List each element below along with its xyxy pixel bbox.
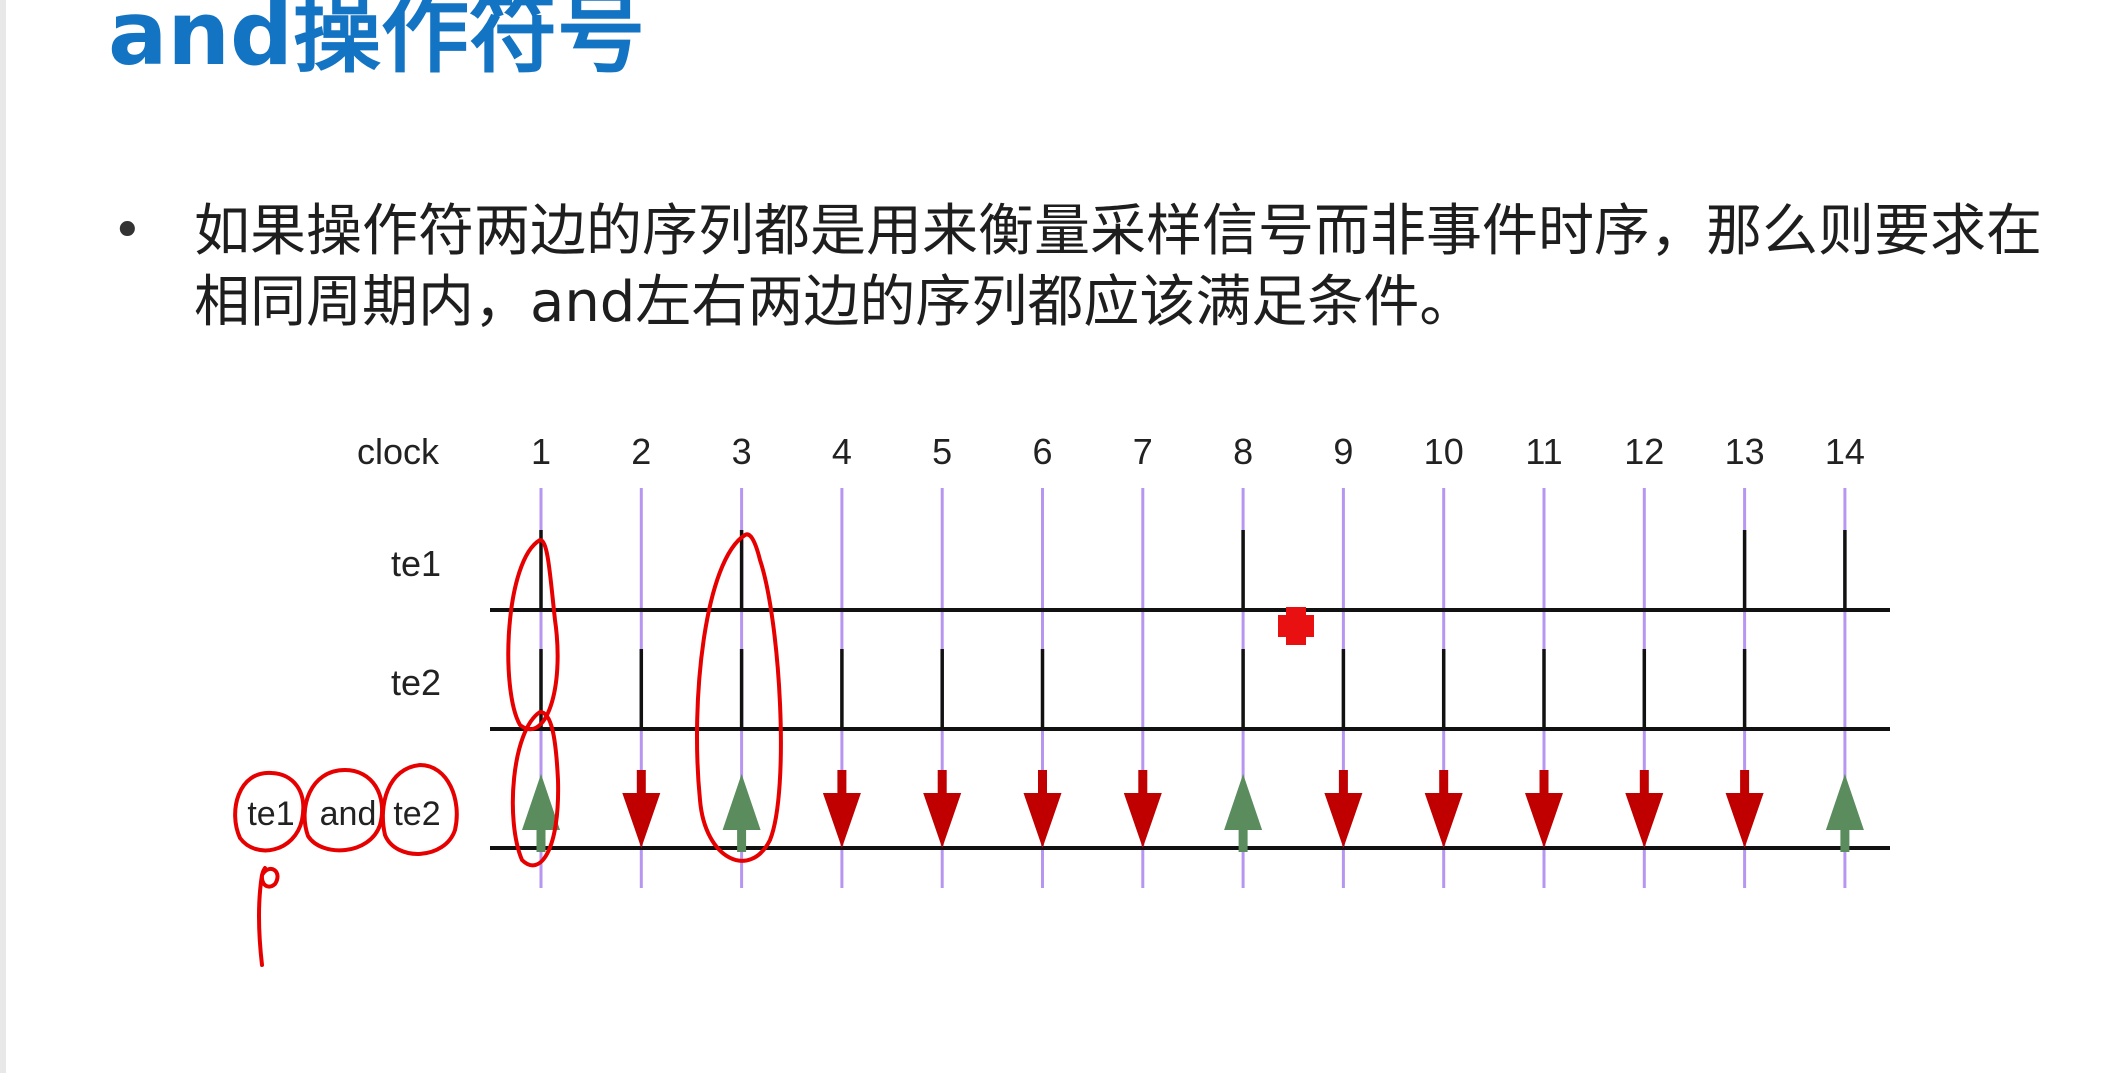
clock-tick-label-5: 5	[932, 431, 952, 472]
fail-arrow-down-5	[923, 793, 962, 848]
fail-arrow-down-12	[1625, 793, 1664, 848]
clock-tick-label-6: 6	[1032, 431, 1052, 472]
clock-tick-label-12: 12	[1624, 431, 1664, 472]
result-label-op: and	[320, 795, 377, 833]
clock-tick-label-7: 7	[1133, 431, 1153, 472]
clock-tick-label-8: 8	[1233, 431, 1253, 472]
red-marker	[1278, 607, 1314, 645]
clock-tick-label-10: 10	[1424, 431, 1464, 472]
fail-arrow-down-4	[822, 793, 861, 848]
fail-arrow-down-7	[1123, 793, 1162, 848]
clock-tick-label-14: 14	[1825, 431, 1865, 472]
result-label-right: te2	[393, 795, 440, 833]
fail-arrow-down-9	[1324, 793, 1363, 848]
annotation-circle-and	[302, 768, 385, 853]
te2-label: te2	[391, 662, 441, 703]
slide-left-edge	[0, 0, 6, 1073]
clock-tick-label-4: 4	[832, 431, 852, 472]
result-label-left: te1	[247, 795, 294, 833]
clock-tick-label-9: 9	[1333, 431, 1353, 472]
fail-arrow-down-2	[622, 793, 661, 848]
clock-tick-label-3: 3	[732, 431, 752, 472]
te1-label: te1	[391, 543, 441, 584]
slide-title: and操作符号	[108, 0, 646, 85]
clock-tick-label-1: 1	[531, 431, 551, 472]
clock-tick-label-2: 2	[631, 431, 651, 472]
fail-arrow-down-6	[1023, 793, 1062, 848]
annotation-oval-clock1-te1	[506, 538, 560, 732]
annotation-circle-te1	[233, 770, 306, 853]
fail-arrow-down-10	[1424, 793, 1463, 848]
match-arrow-up-14	[1825, 774, 1864, 830]
match-arrow-up-1	[522, 774, 560, 830]
clock-tick-label-13: 13	[1725, 431, 1765, 472]
clock-label: clock	[357, 431, 440, 472]
match-arrow-up-3	[722, 774, 761, 830]
clock-tick-label-11: 11	[1525, 431, 1562, 472]
annotation-oval-clock1-result	[510, 710, 561, 868]
match-arrow-up-8	[1224, 774, 1263, 830]
bullet-marker: •	[112, 201, 143, 261]
annotation-oval-clock3	[695, 532, 783, 863]
annotation-circle-te2	[380, 763, 459, 856]
annotation-arrow-up	[257, 866, 280, 967]
fail-arrow-down-11	[1525, 793, 1563, 848]
fail-arrow-down-13	[1725, 793, 1764, 848]
bullet-text: 如果操作符两边的序列都是用来衡量采样信号而非事件时序，那么则要求在相同周期内，a…	[194, 199, 2042, 335]
bullet-item: • 如果操作符两边的序列都是用来衡量采样信号而非事件时序，那么则要求在相同周期内…	[108, 196, 2108, 338]
